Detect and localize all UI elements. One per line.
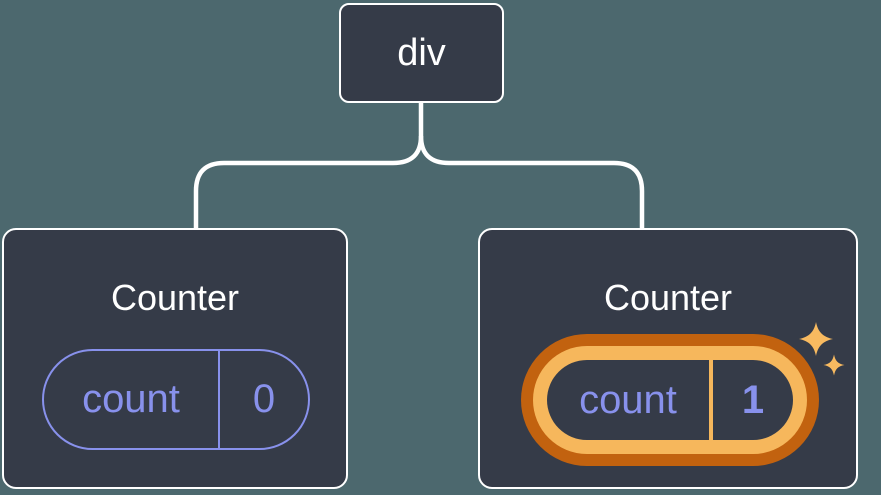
state-pill-right: count 1 xyxy=(547,360,793,440)
connector-right-branch xyxy=(418,135,645,228)
sparkle-small-star xyxy=(823,354,845,376)
state-value-label: 1 xyxy=(741,377,765,422)
state-pill-highlight-ring-inner: count 1 xyxy=(533,346,807,454)
counter-right-title: Counter xyxy=(603,277,733,318)
state-pill-highlight-ring: count 1 xyxy=(521,334,819,466)
state-name-label: count xyxy=(44,351,220,448)
connector-left-branch xyxy=(193,135,424,228)
tree-node-div: div xyxy=(339,3,504,103)
root-node-label: div xyxy=(397,31,446,74)
counter-left-title: Counter xyxy=(110,277,240,318)
sparkle-icon xyxy=(799,322,845,376)
state-pill-left: count 0 xyxy=(42,349,310,450)
tree-node-counter-left: Counter count 0 xyxy=(2,228,348,489)
tree-node-counter-right: Counter count 1 xyxy=(478,228,858,489)
state-value-label: 0 xyxy=(252,377,276,421)
sparkle-large-star xyxy=(799,322,833,356)
state-name-label: count xyxy=(547,360,713,440)
